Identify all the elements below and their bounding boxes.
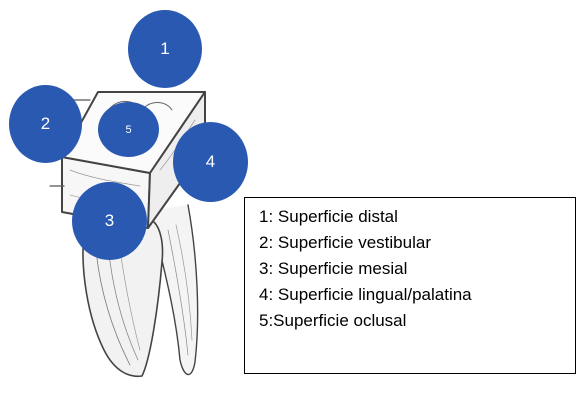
marker-3-label: 3 bbox=[105, 211, 114, 231]
marker-4-label: 4 bbox=[206, 152, 215, 172]
marker-4: 4 bbox=[173, 122, 248, 202]
legend-item-mesial: 3: Superficie mesial bbox=[259, 256, 575, 282]
marker-1: 1 bbox=[128, 10, 202, 88]
legend-item-vestibular: 2: Superficie vestibular bbox=[259, 230, 575, 256]
marker-1-label: 1 bbox=[160, 39, 169, 59]
marker-2-label: 2 bbox=[41, 114, 50, 134]
legend-list: 1: Superficie distal 2: Superficie vesti… bbox=[259, 204, 575, 334]
legend-item-distal: 1: Superficie distal bbox=[259, 204, 575, 230]
marker-2: 2 bbox=[9, 85, 82, 163]
legend-box: 1: Superficie distal 2: Superficie vesti… bbox=[244, 197, 576, 374]
marker-3: 3 bbox=[72, 182, 147, 260]
marker-5-label: 5 bbox=[125, 124, 131, 136]
legend-item-oclusal: 5:Superficie oclusal bbox=[259, 308, 575, 334]
legend-item-lingual-palatina: 4: Superficie lingual/palatina bbox=[259, 282, 575, 308]
marker-5: 5 bbox=[98, 102, 159, 157]
